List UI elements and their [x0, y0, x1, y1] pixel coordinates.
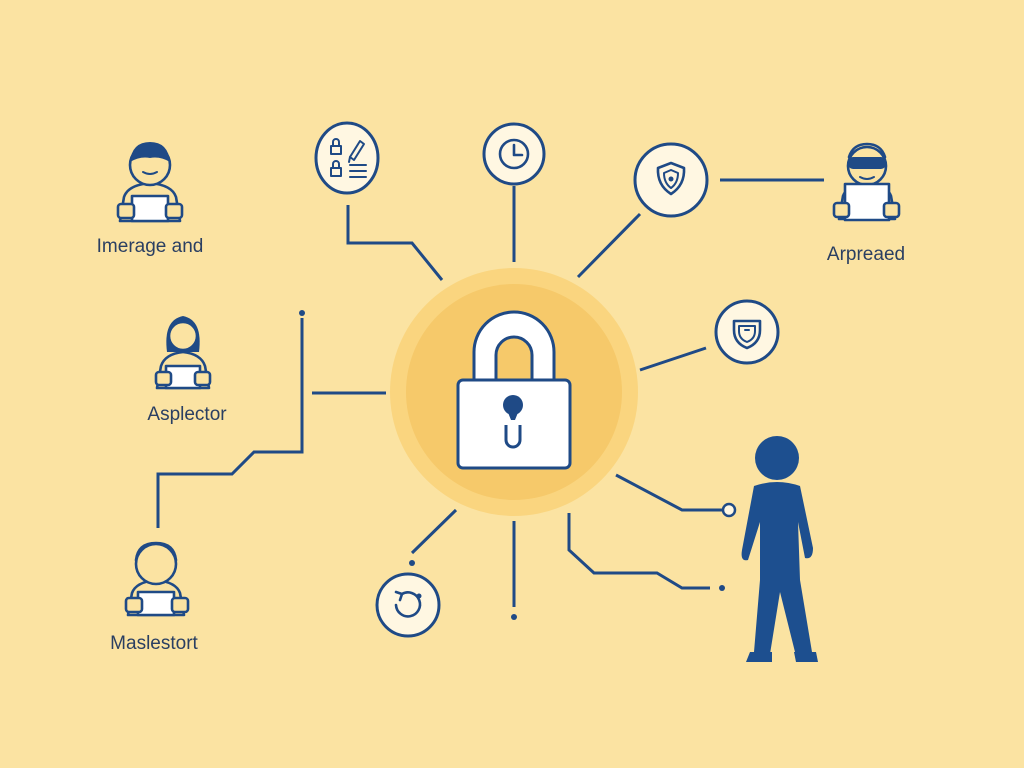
- connector-dot: [409, 560, 415, 566]
- person-label-bottom-left: Maslestort: [110, 633, 198, 654]
- person-label-middle-left: Asplector: [147, 404, 227, 425]
- connector-lock-list: [346, 205, 444, 281]
- refresh-icon: [375, 572, 441, 638]
- connector-standing-a: [615, 473, 722, 512]
- connector-dot: [299, 310, 305, 316]
- person-label-top-left: Imerage and: [96, 236, 204, 257]
- central-lock: [390, 268, 638, 516]
- shield-badge-icon: [714, 299, 780, 365]
- connector-standing-b: [567, 513, 710, 590]
- shield-icon: [633, 142, 709, 218]
- standing-person-icon: [741, 436, 818, 662]
- connector-shield: [576, 212, 642, 279]
- user-icon: [124, 541, 190, 617]
- connector-shield-badge: [639, 346, 707, 372]
- clock-icon: [482, 122, 546, 186]
- lock-list-icon: [314, 121, 380, 195]
- user-icon: [116, 142, 184, 223]
- connector-refresh: [410, 508, 458, 555]
- user-with-goggles-icon: [832, 142, 901, 222]
- connectors: [156, 178, 824, 620]
- lock-icon: [456, 310, 572, 470]
- person-label-top-right: Arpreaed: [826, 244, 906, 265]
- connector-dot: [719, 585, 725, 591]
- user-icon: [154, 316, 212, 390]
- connector-endpoint: [721, 502, 737, 518]
- connector-left-stair: [156, 318, 304, 528]
- connector-dot: [511, 614, 517, 620]
